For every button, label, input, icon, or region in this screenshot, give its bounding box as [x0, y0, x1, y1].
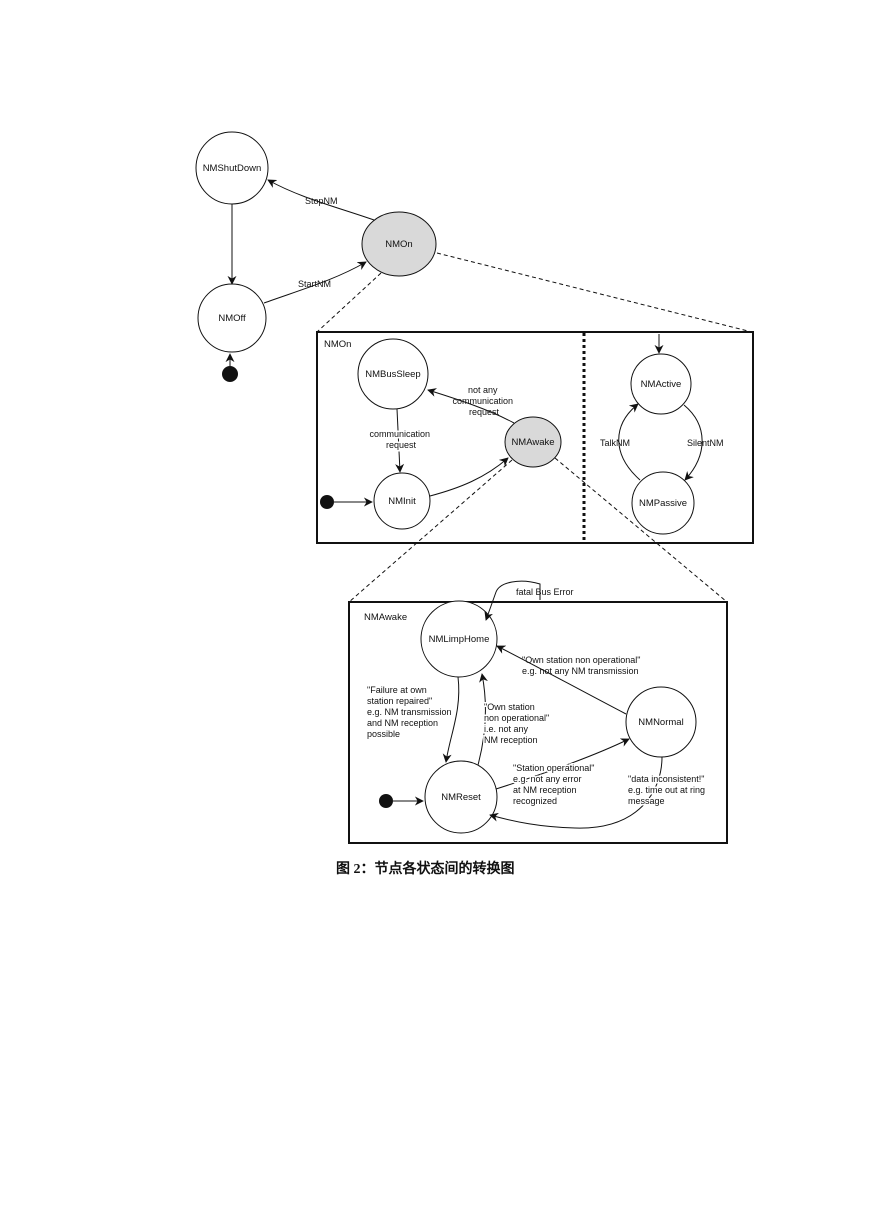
svg-text:NMInit: NMInit — [388, 496, 416, 507]
svg-text:NMPassive: NMPassive — [639, 498, 687, 509]
label-talknm: TalkNM — [600, 438, 630, 448]
svg-text:NMNormal: NMNormal — [638, 717, 683, 728]
edge-init-to-awake — [429, 457, 509, 497]
label-own-nonop-reset: "Own station non operational" i.e. not a… — [484, 702, 552, 745]
initial-state-top — [222, 366, 238, 382]
svg-text:NMShutDown: NMShutDown — [203, 163, 262, 174]
edge-reset-to-normal — [495, 738, 630, 790]
edge-talknm — [618, 403, 641, 481]
svg-text:NMAwake: NMAwake — [511, 437, 554, 448]
state-nmon: NMOn — [361, 211, 437, 277]
edge-normal-to-reset — [489, 756, 663, 829]
edge-silentnm — [683, 404, 703, 481]
svg-text:NMBusSleep: NMBusSleep — [365, 369, 420, 380]
svg-text:NMOn: NMOn — [385, 239, 412, 250]
initial-state-awake — [379, 794, 393, 808]
frame-nmon-label: NMOn — [324, 339, 351, 350]
state-nmnormal: NMNormal — [625, 686, 697, 758]
svg-text:NMOff: NMOff — [218, 313, 246, 324]
label-own-nonop-normal: "Own station non operational" e.g. not a… — [522, 655, 643, 676]
label-data-inconsistent: "data inconsistent!" e.g. time out at ri… — [628, 774, 708, 806]
svg-text:NMLimpHome: NMLimpHome — [429, 634, 490, 645]
state-nmreset: NMReset — [424, 760, 498, 834]
edge-awake-to-bussleep — [427, 388, 515, 424]
label-stopnm: StopNM — [305, 196, 338, 206]
state-nmactive: NMActive — [630, 353, 692, 415]
edge-startnm — [263, 261, 367, 304]
state-nmbussleep: NMBusSleep — [357, 338, 429, 410]
label-startnm: StartNM — [298, 279, 331, 289]
zoom-line-awake-right — [554, 457, 728, 603]
edge-limphome-to-reset — [442, 676, 460, 763]
label-comm-request: communication request — [369, 429, 432, 450]
state-nmoff: NMOff — [197, 283, 267, 353]
initial-state-on — [320, 495, 334, 509]
edge-normal-to-limphome — [496, 645, 627, 715]
state-nmpassive: NMPassive — [631, 471, 695, 535]
zoom-line-on-right — [436, 252, 753, 333]
edge-reset-to-limphome — [477, 673, 488, 766]
state-nminit: NMInit — [373, 472, 431, 530]
label-silentnm: SilentNM — [687, 438, 724, 448]
label-fatal-bus-error: fatal Bus Error — [516, 587, 574, 597]
state-nmshutdown: NMShutDown — [195, 131, 269, 205]
zoom-line-on-left — [316, 272, 382, 333]
edge-stopnm — [267, 179, 375, 221]
zoom-line-awake-left — [348, 459, 513, 603]
state-nmawake: NMAwake — [504, 416, 562, 468]
edge-bussleep-to-init — [395, 408, 405, 473]
svg-text:NMReset: NMReset — [441, 792, 481, 803]
label-station-operational: "Station operational" e.g. not any error… — [513, 763, 597, 806]
edge-fatal-bus-error — [484, 580, 541, 621]
label-not-any-comm: not any communication request — [452, 385, 515, 417]
figure-caption: 图 2：节点各状态间的转换图 — [336, 862, 515, 877]
state-nmlimphome: NMLimpHome — [420, 600, 498, 678]
svg-text:NMActive: NMActive — [641, 379, 682, 390]
label-failure-repaired: "Failure at own station repaired" e.g. N… — [367, 685, 454, 739]
frame-nmawake-label: NMAwake — [364, 612, 407, 623]
